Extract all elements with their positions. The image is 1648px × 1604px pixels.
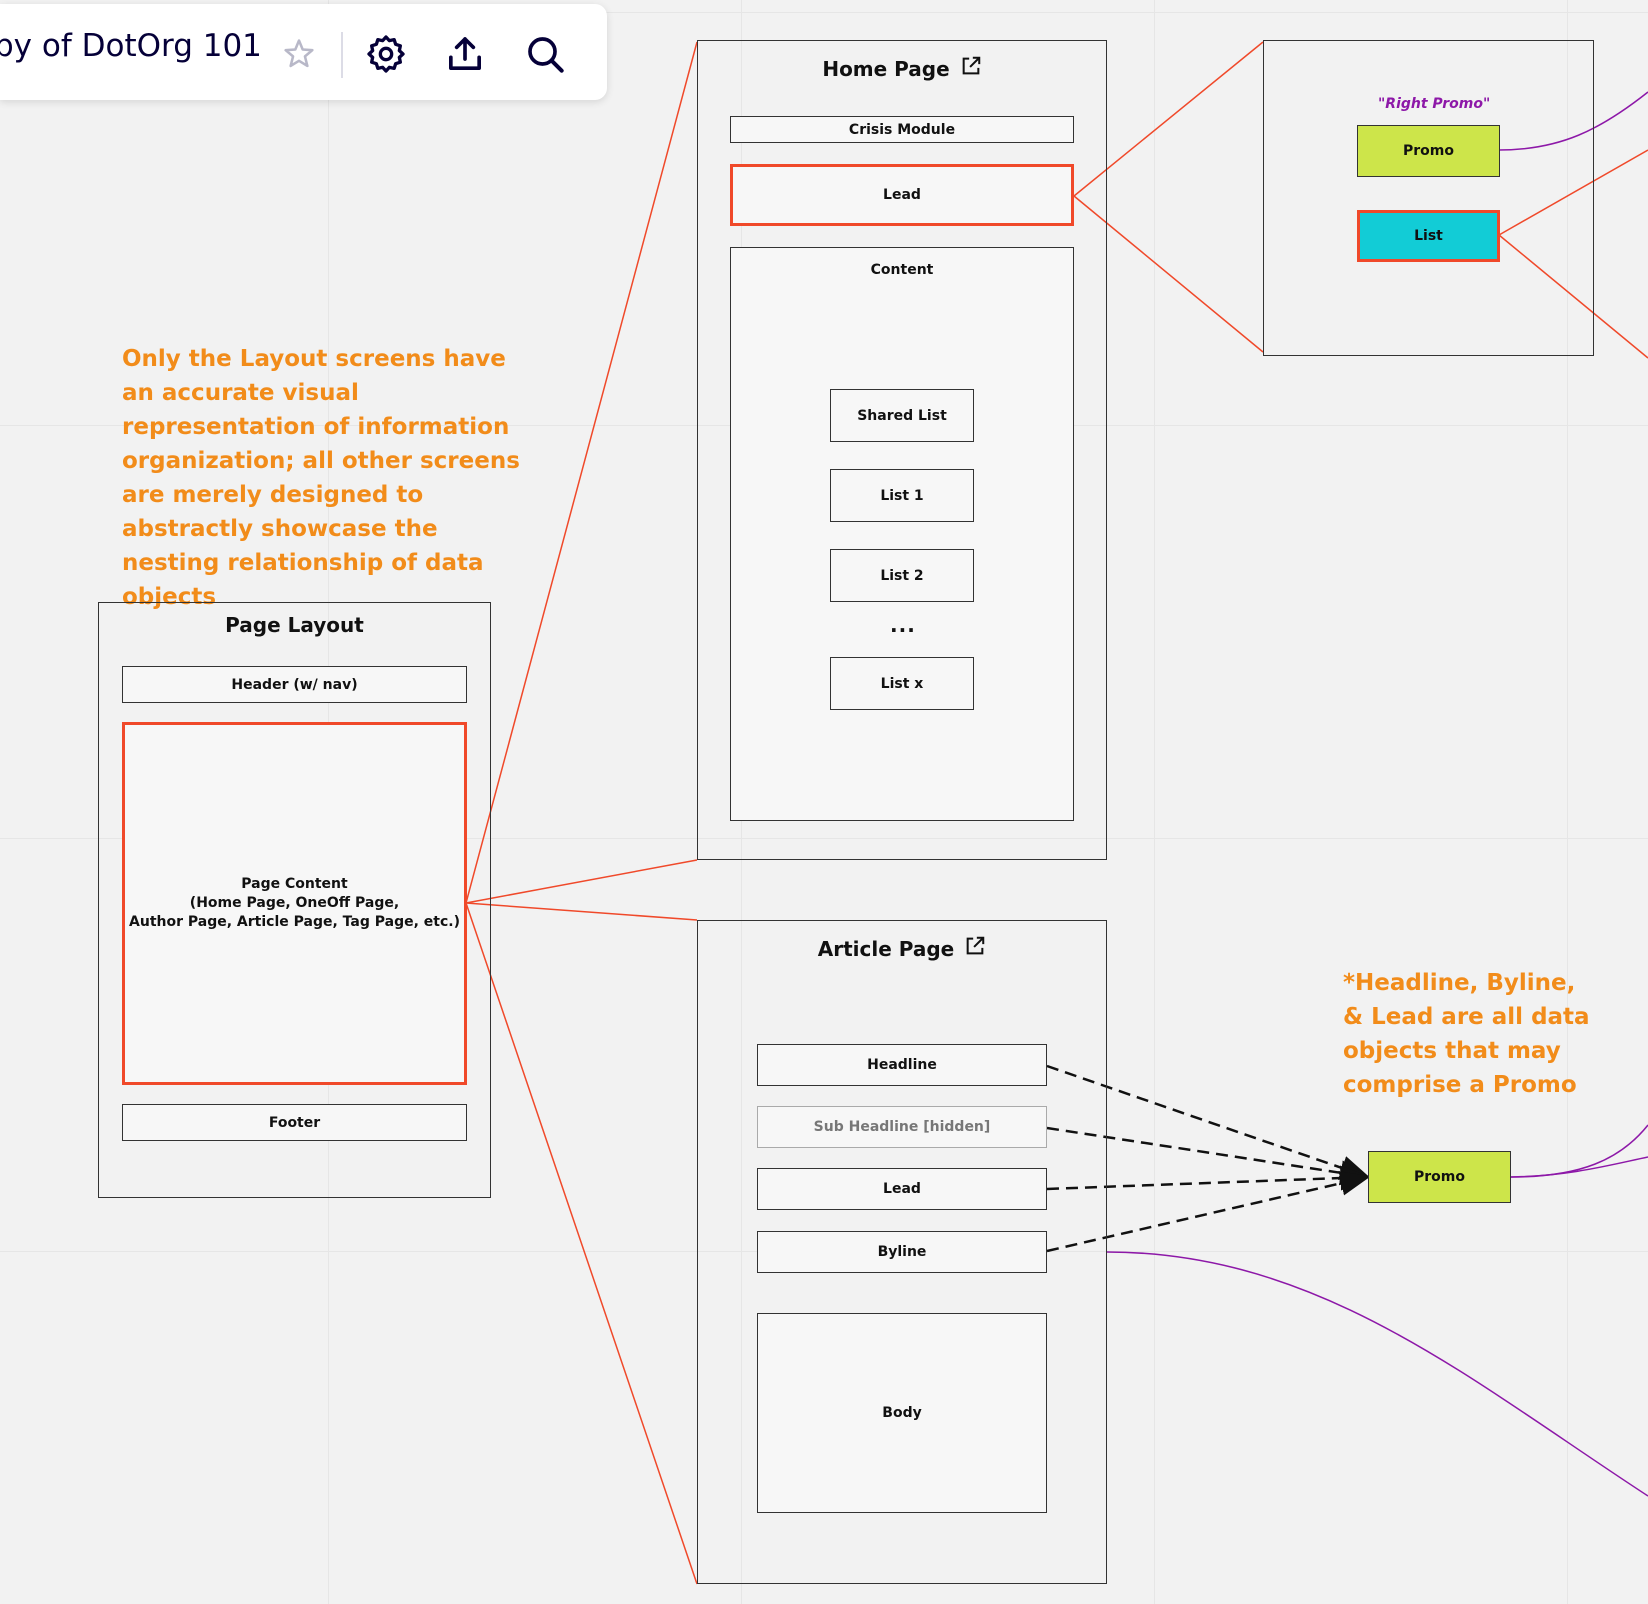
page-layout-frame[interactable]: Page Layout (98, 602, 491, 1198)
byline-box[interactable]: Byline (757, 1231, 1047, 1273)
layout-note[interactable]: Only the Layout screens have an accurate… (122, 346, 520, 610)
right-promo-promo-box[interactable]: Promo (1357, 125, 1500, 177)
list-2-box[interactable]: List 2 (830, 549, 974, 602)
right-promo-label: "Right Promo" (1378, 96, 1491, 112)
home-page-title: Home Page (822, 56, 950, 81)
home-page-title-row: Home Page (698, 55, 1106, 82)
headline-box[interactable]: Headline (757, 1044, 1047, 1086)
external-link-icon[interactable] (964, 935, 986, 962)
home-content-box[interactable]: Content (730, 247, 1074, 821)
footer-box[interactable]: Footer (122, 1104, 467, 1141)
body-box[interactable]: Body (757, 1313, 1047, 1513)
link-content-to-home-bottom (465, 859, 698, 904)
search-icon[interactable] (523, 32, 567, 76)
board-title[interactable]: py of DotOrg 101 (0, 28, 262, 64)
list-1-box[interactable]: List 1 (830, 469, 974, 522)
link-content-to-article-top (465, 902, 698, 921)
link-article-promo-out-1 (1510, 1124, 1648, 1178)
article-page-title: Article Page (817, 936, 955, 961)
board-toolbar: py of DotOrg 101 (0, 4, 607, 100)
page-content-label: Page Content (241, 876, 348, 892)
right-promo-list-box[interactable]: List (1357, 210, 1500, 262)
article-promo-box[interactable]: Promo (1368, 1151, 1511, 1203)
page-layout-title: Page Layout (225, 613, 364, 637)
promo-note[interactable]: *Headline, Byline, & Lead are all data o… (1343, 970, 1590, 1098)
sub-headline-box[interactable]: Sub Headline [hidden] (757, 1106, 1047, 1148)
link-article-promo-out-2 (1510, 1156, 1648, 1178)
upload-icon[interactable] (443, 32, 487, 76)
gear-icon[interactable] (364, 32, 408, 76)
shared-list-box[interactable]: Shared List (830, 389, 974, 442)
link-byline-out (1106, 1251, 1648, 1497)
page-content-box[interactable]: Page Content (Home Page, OneOff Page, Au… (122, 722, 467, 1085)
external-link-icon[interactable] (960, 55, 982, 82)
article-page-title-row: Article Page (698, 935, 1106, 962)
toolbar-divider (341, 32, 343, 78)
crisis-module-box[interactable]: Crisis Module (730, 116, 1074, 143)
header-nav-box[interactable]: Header (w/ nav) (122, 666, 467, 703)
page-content-types-line2: Author Page, Article Page, Tag Page, etc… (129, 914, 460, 930)
article-lead-box[interactable]: Lead (757, 1168, 1047, 1210)
right-promo-frame[interactable] (1263, 40, 1594, 356)
list-x-box[interactable]: List x (830, 657, 974, 710)
home-lead-box[interactable]: Lead (730, 164, 1074, 226)
article-page-frame[interactable]: Article Page (697, 920, 1107, 1584)
star-icon[interactable] (277, 32, 321, 76)
more-lists-ellipsis: ... (890, 613, 916, 637)
link-content-to-article-bottom (465, 902, 698, 1585)
home-page-frame[interactable]: Home Page (697, 40, 1107, 860)
page-content-types-line1: (Home Page, OneOff Page, (189, 895, 400, 911)
